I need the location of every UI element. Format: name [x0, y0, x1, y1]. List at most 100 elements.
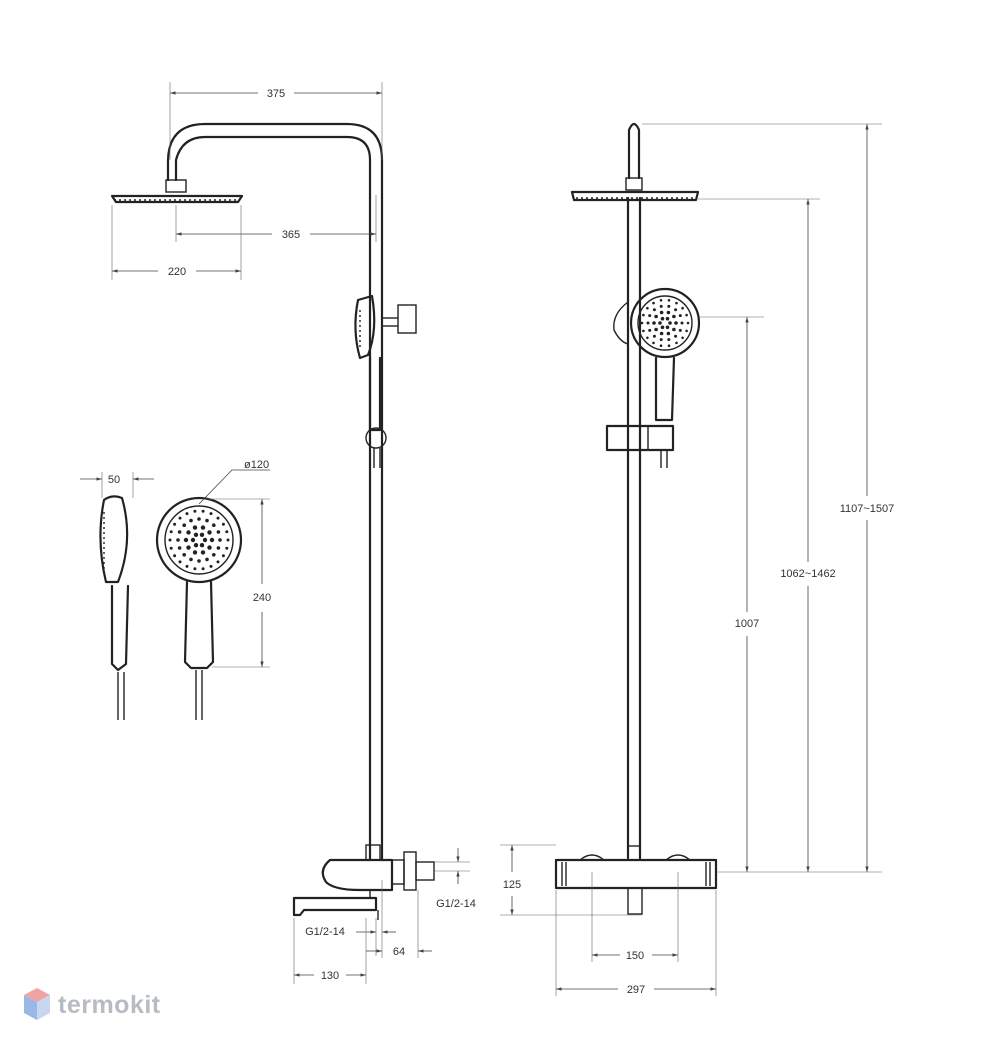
- nozzle-dot: [193, 567, 197, 571]
- nozzle-dot: [193, 532, 199, 537]
- nozzle-dot: [205, 518, 209, 523]
- nozzle-dot: [225, 530, 229, 534]
- dim-head-offset: 365: [282, 229, 300, 241]
- nozzle-dot: [200, 525, 206, 530]
- nozzle-dot: [659, 331, 664, 336]
- dim-projection: 64: [393, 946, 405, 958]
- side-dimensions: 375 365 220 G1/2-14 G1/2-14 64 130: [111, 82, 476, 984]
- nozzle-dot: [216, 546, 221, 550]
- nozzle-dot: [216, 516, 220, 520]
- side-view: [110, 122, 435, 920]
- nozzle-dot: [169, 530, 173, 534]
- nozzle-dot: [648, 314, 652, 318]
- nozzle-dot: [659, 304, 663, 308]
- dim-holder-height: 1007: [735, 618, 759, 630]
- nozzle-dot: [652, 301, 655, 305]
- nozzle-dot: [674, 321, 678, 325]
- cube-logo-icon: [24, 988, 50, 1020]
- nozzle-dot: [642, 313, 645, 317]
- nozzle-dot: [675, 341, 678, 345]
- nozzle-dot: [646, 321, 650, 325]
- nozzle-dot: [652, 308, 656, 312]
- nozzle-dot: [668, 321, 672, 325]
- nozzle-dot: [666, 310, 671, 315]
- nozzle-dot: [659, 344, 663, 348]
- nozzle-dot: [209, 537, 215, 543]
- nozzle-dot: [652, 321, 656, 325]
- nozzle-dot: [201, 567, 205, 571]
- nozzle-dot: [205, 557, 209, 562]
- dim-arm-length: 375: [267, 88, 285, 100]
- nozzle-dot: [646, 336, 649, 340]
- nozzle-dot: [212, 523, 216, 527]
- nozzle-dot: [674, 308, 678, 312]
- nozzle-dot: [686, 321, 690, 325]
- nozzle-dot: [192, 550, 198, 555]
- front-view: [554, 122, 718, 915]
- nozzle-dot: [678, 314, 682, 318]
- nozzle-dot: [190, 537, 196, 543]
- nozzle-dot: [202, 537, 208, 543]
- nozzle-dot: [226, 538, 230, 542]
- handshower-front-detail: [155, 496, 243, 720]
- nozzle-dot: [186, 545, 191, 550]
- nozzle-dot: [678, 328, 682, 332]
- nozzle-dot: [183, 537, 189, 543]
- nozzle-dot: [199, 543, 205, 548]
- dim-head-height: 1062~1462: [780, 568, 835, 580]
- dim-thread-inlet: G1/2-14: [436, 898, 476, 910]
- nozzle-dot: [681, 306, 684, 310]
- nozzle-dot: [182, 523, 186, 527]
- dim-spout-length: 130: [321, 970, 339, 982]
- nozzle-dot: [177, 546, 182, 550]
- nozzle-dot: [189, 557, 193, 562]
- nozzle-dot: [216, 560, 220, 564]
- nozzle-dot: [667, 344, 671, 348]
- nozzle-dot: [665, 325, 670, 330]
- dim-handshower-depth: 50: [108, 474, 120, 486]
- nozzle-dot: [685, 329, 688, 333]
- spray-nozzles-front: [640, 299, 690, 348]
- nozzle-dot: [667, 304, 671, 308]
- nozzle-dot: [185, 564, 189, 568]
- nozzle-dot: [640, 321, 644, 325]
- nozzle-dot: [667, 338, 671, 342]
- dim-total-height: 1107~1507: [840, 503, 895, 515]
- nozzle-dot: [201, 509, 205, 513]
- handshower-side-detail: [99, 495, 130, 720]
- nozzle-dot: [192, 525, 198, 530]
- nozzle-dot: [176, 538, 180, 542]
- nozzle-dot: [197, 517, 201, 521]
- nozzle-dot: [654, 314, 658, 319]
- nozzle-dot: [221, 522, 225, 526]
- nozzle-dot: [199, 532, 205, 537]
- nozzle-dot: [193, 509, 197, 513]
- nozzle-dot: [193, 543, 199, 548]
- front-dimensions: 1107~1507 1062~1462 1007 125 150 297: [500, 123, 895, 996]
- nozzle-dot: [207, 530, 212, 535]
- spray-nozzles: [168, 509, 230, 571]
- nozzle-dot: [666, 331, 671, 336]
- nozzle-dot: [209, 512, 213, 516]
- nozzle-dot: [659, 299, 663, 302]
- nozzle-dot: [685, 313, 688, 317]
- nozzle-dot: [173, 522, 177, 526]
- nozzle-dot: [665, 316, 670, 321]
- dim-inlet-spacing: 150: [626, 950, 644, 962]
- nozzle-dot: [207, 545, 212, 550]
- nozzle-dot: [659, 310, 664, 315]
- nozzle-dot: [173, 554, 177, 558]
- nozzle-dot: [648, 328, 652, 332]
- nozzle-dot: [654, 327, 658, 332]
- watermark: termokit: [22, 985, 161, 1025]
- nozzle-dot: [646, 306, 649, 310]
- nozzle-dot: [674, 334, 678, 338]
- nozzle-dot: [660, 316, 665, 321]
- dim-inlet-height: 125: [503, 879, 521, 891]
- nozzle-dot: [642, 329, 645, 333]
- nozzle-dot: [652, 334, 656, 338]
- handshower-dimensions: 50 ø120 240: [80, 459, 271, 668]
- nozzle-dot: [185, 512, 189, 516]
- nozzle-dot: [225, 546, 229, 550]
